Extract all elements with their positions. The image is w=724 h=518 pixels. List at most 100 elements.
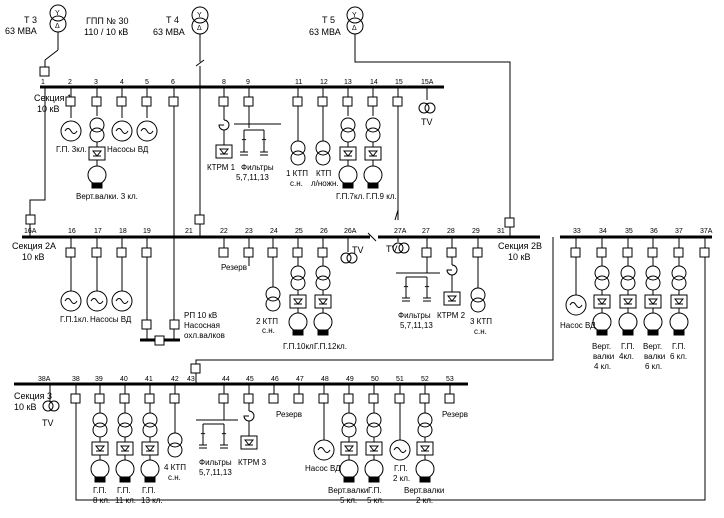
breaker[interactable] bbox=[472, 247, 483, 258]
load-label: 1 КТП bbox=[286, 169, 308, 178]
load-label: л/ножн. bbox=[311, 179, 339, 188]
ktrm-3[interactable] bbox=[240, 435, 258, 450]
breaker-43[interactable] bbox=[190, 363, 201, 374]
breaker[interactable] bbox=[65, 247, 76, 258]
load-label: валки bbox=[593, 352, 614, 361]
load-label: Верт. bbox=[643, 342, 662, 351]
breaker[interactable] bbox=[292, 96, 303, 107]
breaker[interactable] bbox=[94, 393, 105, 404]
breaker[interactable] bbox=[144, 393, 155, 404]
breaker[interactable] bbox=[218, 96, 229, 107]
motor-nasosy-2a-2[interactable] bbox=[111, 290, 133, 312]
breaker[interactable] bbox=[368, 393, 379, 404]
motor-nasosy-2a[interactable] bbox=[86, 290, 108, 312]
breaker-37a[interactable] bbox=[699, 247, 710, 258]
breaker[interactable] bbox=[91, 247, 102, 258]
cell-number: 51 bbox=[396, 376, 404, 383]
motor-nasosy-2[interactable] bbox=[136, 120, 158, 142]
motor-gp1[interactable] bbox=[60, 290, 82, 312]
breaker[interactable] bbox=[243, 247, 254, 258]
load-label: Фильтры bbox=[241, 163, 274, 172]
motor-vert6[interactable] bbox=[643, 312, 663, 332]
breaker[interactable] bbox=[267, 247, 278, 258]
motor-vert5[interactable] bbox=[339, 459, 359, 479]
load-label: Резерв bbox=[276, 410, 302, 419]
motor-vert4[interactable] bbox=[592, 312, 612, 332]
breaker[interactable] bbox=[647, 247, 658, 258]
motor-nasos-2b[interactable] bbox=[565, 294, 587, 316]
breaker[interactable] bbox=[293, 393, 304, 404]
breaker[interactable] bbox=[218, 247, 229, 258]
motor-nasosy[interactable] bbox=[111, 120, 133, 142]
cell-number: 5 bbox=[145, 79, 149, 86]
breaker[interactable] bbox=[268, 393, 279, 404]
motor-gp12[interactable] bbox=[313, 312, 333, 332]
breaker[interactable] bbox=[570, 247, 581, 258]
motor-gp9[interactable] bbox=[363, 165, 383, 185]
motor-gp4[interactable] bbox=[618, 312, 638, 332]
load-label: 6 кл. bbox=[670, 352, 687, 361]
breaker[interactable] bbox=[168, 96, 179, 107]
breaker[interactable] bbox=[39, 66, 50, 77]
motor-gp8[interactable] bbox=[90, 459, 110, 479]
motor-vert2[interactable] bbox=[415, 459, 435, 479]
motor-gp10[interactable] bbox=[288, 312, 308, 332]
ktrm-2[interactable] bbox=[443, 291, 461, 306]
breaker[interactable] bbox=[243, 393, 254, 404]
breaker[interactable] bbox=[394, 393, 405, 404]
breaker[interactable] bbox=[119, 393, 130, 404]
breaker[interactable] bbox=[444, 393, 455, 404]
breaker[interactable] bbox=[141, 96, 152, 107]
transformer-t3[interactable]: Y Δ bbox=[44, 4, 67, 73]
breaker[interactable] bbox=[622, 247, 633, 258]
breaker[interactable] bbox=[343, 393, 354, 404]
section-2a-cell-numbers: 16А 16 17 18 19 21 22 23 24 25 26 26А bbox=[24, 228, 357, 235]
breaker[interactable] bbox=[596, 247, 607, 258]
breaker[interactable] bbox=[116, 96, 127, 107]
breaker[interactable] bbox=[218, 393, 229, 404]
breaker[interactable] bbox=[169, 393, 180, 404]
breaker[interactable] bbox=[141, 247, 152, 258]
breaker[interactable] bbox=[318, 393, 329, 404]
motor-gp3[interactable] bbox=[60, 120, 82, 142]
breaker[interactable] bbox=[317, 247, 328, 258]
breaker[interactable] bbox=[91, 96, 102, 107]
breaker-rp-section[interactable] bbox=[154, 335, 165, 346]
load-label: Г.П. bbox=[672, 342, 686, 351]
breaker[interactable] bbox=[446, 247, 457, 258]
transformer-t5-winding-hv bbox=[346, 6, 364, 24]
breaker[interactable] bbox=[392, 96, 403, 107]
motor-gp6[interactable] bbox=[669, 312, 689, 332]
transformer-t5[interactable]: Y Δ bbox=[346, 6, 511, 218]
motor-gp13[interactable] bbox=[140, 459, 160, 479]
section-2b-name: Секция 2В bbox=[498, 241, 542, 251]
breaker[interactable] bbox=[673, 247, 684, 258]
load-label: 4кл. bbox=[619, 352, 634, 361]
breaker-21[interactable] bbox=[194, 214, 205, 225]
breaker[interactable] bbox=[317, 96, 328, 107]
section-3-cell-numbers: 38А 38 39 40 41 42 43 44 45 46 47 48 49 … bbox=[38, 376, 454, 383]
breaker[interactable] bbox=[243, 96, 254, 107]
breaker[interactable] bbox=[419, 393, 430, 404]
breaker[interactable] bbox=[116, 247, 127, 258]
breaker-16a[interactable] bbox=[25, 214, 36, 225]
breaker[interactable] bbox=[65, 96, 76, 107]
motor-gp7[interactable] bbox=[338, 165, 358, 185]
transformer-t4[interactable]: Y Δ bbox=[191, 6, 209, 86]
motor-gp5[interactable] bbox=[364, 459, 384, 479]
breaker[interactable] bbox=[421, 247, 432, 258]
breaker[interactable] bbox=[292, 247, 303, 258]
motor-gp2[interactable] bbox=[389, 439, 411, 461]
substation-voltage: 110 / 10 кВ bbox=[84, 27, 128, 37]
cell-number: 8 bbox=[222, 79, 226, 86]
breaker[interactable] bbox=[342, 96, 353, 107]
breaker[interactable] bbox=[141, 319, 152, 330]
breaker[interactable] bbox=[70, 393, 81, 404]
breaker-31[interactable] bbox=[504, 217, 515, 228]
ktrm-1[interactable] bbox=[215, 144, 233, 159]
motor-gp11[interactable] bbox=[115, 459, 135, 479]
breaker[interactable] bbox=[367, 96, 378, 107]
motor-nasos-3[interactable] bbox=[313, 439, 335, 461]
motor-vert3[interactable] bbox=[87, 165, 107, 185]
breaker[interactable] bbox=[169, 319, 180, 330]
